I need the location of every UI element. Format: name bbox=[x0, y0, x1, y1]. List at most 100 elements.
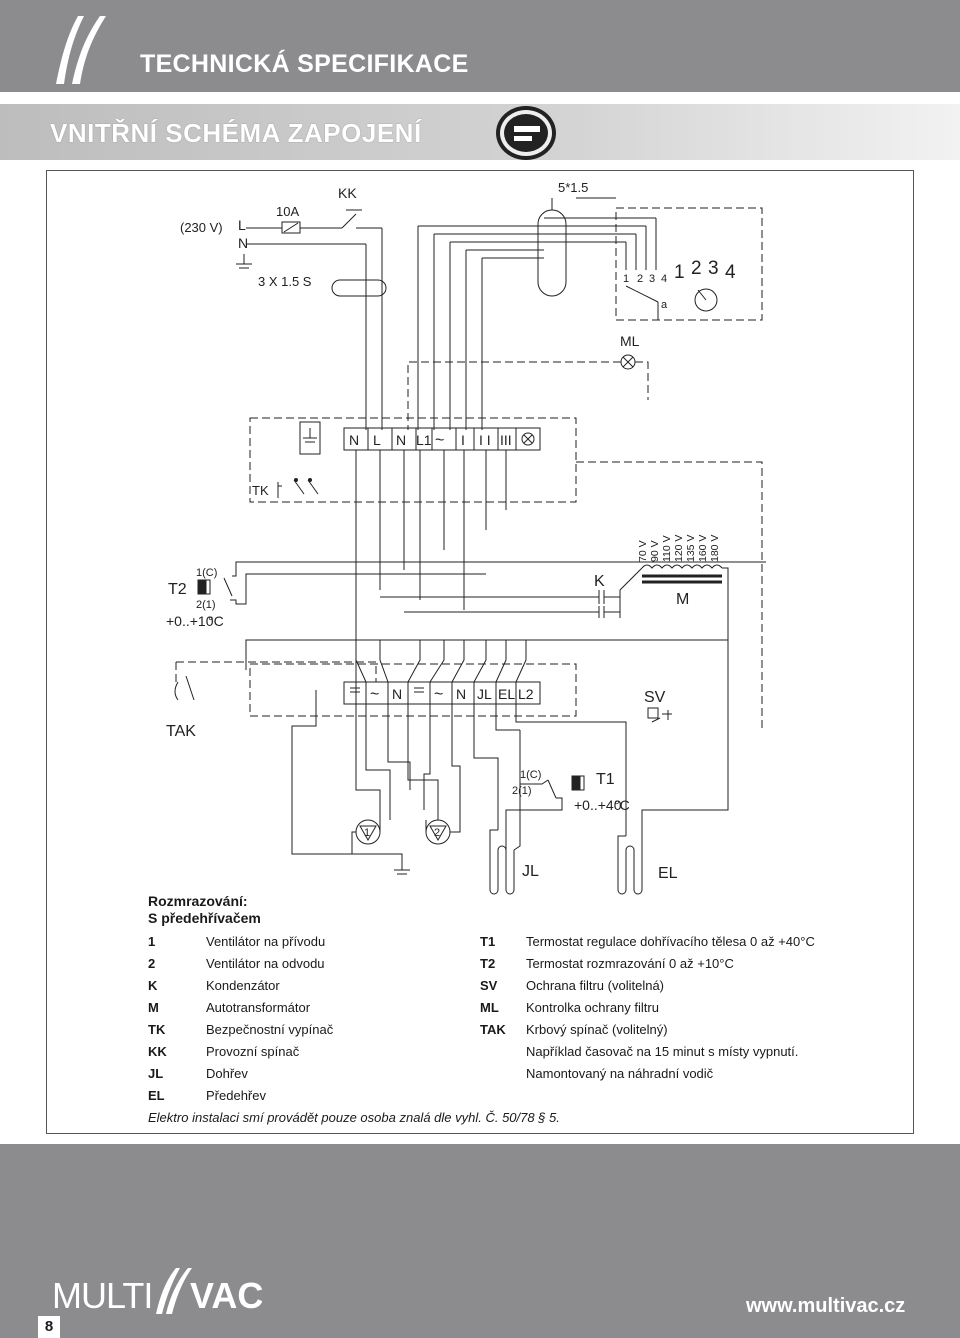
legend-value: Předehřev bbox=[206, 1088, 266, 1103]
e-emblem-icon bbox=[496, 106, 556, 160]
header-bar: TECHNICKÁ SPECIFIKACE bbox=[0, 0, 960, 92]
capacitor-k bbox=[598, 590, 605, 618]
ml-big-4: 4 bbox=[725, 262, 736, 283]
t2-unit: °C bbox=[208, 613, 224, 629]
cable-clamp-3 bbox=[331, 279, 387, 297]
legend-value: Ochrana filtru (volitelná) bbox=[526, 978, 664, 993]
control-box-bottom bbox=[249, 663, 577, 717]
t1-range: +0..+40 bbox=[574, 797, 622, 813]
legend-key: 2 bbox=[148, 956, 156, 971]
term-bot-n2: N bbox=[456, 686, 466, 702]
legend-value: Kontrolka ochrany filtru bbox=[526, 1000, 659, 1015]
ground-terminal bbox=[299, 421, 321, 455]
t1-label: T1 bbox=[596, 771, 615, 788]
legend-heading: Rozmrazování: S předehřívačem bbox=[148, 893, 261, 927]
t1-unit: °C bbox=[614, 797, 630, 813]
fan-1-label: 1 bbox=[364, 827, 370, 839]
kk-label: KK bbox=[338, 185, 357, 201]
t2-c-label: 1(C) bbox=[196, 567, 217, 579]
legend-key: TAK bbox=[480, 1022, 506, 1037]
t1-bulb bbox=[571, 775, 581, 791]
sv-label: SV bbox=[644, 689, 666, 706]
legend-value: Namontovaný na náhradní vodič bbox=[526, 1066, 714, 1081]
legend-value: Ventilátor na odvodu bbox=[206, 956, 325, 971]
terminal-strip-top bbox=[343, 427, 541, 451]
control-box-top bbox=[249, 417, 577, 503]
tak-label: TAK bbox=[166, 723, 196, 740]
volt-120: 120 V bbox=[673, 535, 685, 562]
ml-big-2: 2 bbox=[691, 258, 702, 279]
brand-multi: MULTI bbox=[52, 1275, 152, 1314]
legend-key: EL bbox=[148, 1088, 165, 1103]
ml-small-1: 1 bbox=[623, 273, 629, 285]
brand-vac: VAC bbox=[190, 1275, 262, 1314]
legend-value: Například časovač na 15 minut s místy vy… bbox=[526, 1044, 799, 1059]
tilde-2: ~ bbox=[434, 686, 443, 703]
legend-value: Provozní spínač bbox=[206, 1044, 300, 1059]
t1-c-label: 1(C) bbox=[520, 769, 541, 781]
legend-key: SV bbox=[480, 978, 498, 993]
ml-small-4: 4 bbox=[661, 273, 667, 285]
legend-key: JL bbox=[148, 1066, 164, 1081]
m-label: M bbox=[676, 591, 689, 608]
fuse-label: 10A bbox=[276, 204, 299, 219]
legend-key: K bbox=[148, 978, 158, 993]
term-top-ii: I I bbox=[479, 432, 491, 448]
tk-label: TK bbox=[252, 483, 269, 498]
multivac-brand-logo: MULTI VAC bbox=[52, 1268, 262, 1314]
installation-note: Elektro instalaci smí provádět pouze oso… bbox=[148, 1110, 560, 1125]
legend-value: Bezpečnostní vypínač bbox=[206, 1022, 334, 1037]
ml-label: ML bbox=[620, 333, 640, 349]
legend-key: ML bbox=[480, 1000, 499, 1015]
multivac-logo-icon bbox=[56, 16, 106, 84]
legend-key: T2 bbox=[480, 956, 496, 971]
t2-1-label: 2(1) bbox=[196, 599, 216, 611]
l-label: L bbox=[238, 217, 246, 233]
el-heater-icon bbox=[617, 845, 643, 895]
volt-180: 180 V bbox=[709, 535, 721, 562]
ml-big-1: 1 bbox=[674, 262, 685, 283]
ml-big-3: 3 bbox=[708, 258, 719, 279]
fan-2-label: 2 bbox=[434, 827, 440, 839]
term-top-l: L bbox=[373, 432, 381, 448]
section-title: VNITŘNÍ SCHÉMA ZAPOJENÍ bbox=[50, 118, 422, 148]
autotransformer bbox=[641, 564, 723, 584]
terminal-strip-bottom bbox=[343, 681, 541, 705]
indicator-lamp-icon bbox=[620, 354, 636, 370]
legend-heading-2: S předehřívačem bbox=[148, 910, 261, 926]
diagram-panel bbox=[46, 170, 914, 1134]
t2-bulb bbox=[197, 579, 207, 595]
legend-value: Ventilátor na přívodu bbox=[206, 934, 326, 949]
ml-small-3: 3 bbox=[649, 273, 655, 285]
term-top-tilde: ~ bbox=[435, 432, 444, 449]
tk-switch bbox=[277, 478, 319, 498]
jl-heater-icon bbox=[489, 845, 515, 895]
ground-icon bbox=[236, 254, 252, 269]
cable-clamp-5 bbox=[537, 209, 567, 297]
page-title: TECHNICKÁ SPECIFIKACE bbox=[140, 50, 469, 78]
term-top-i: I bbox=[461, 432, 465, 448]
legend-value: Dohřev bbox=[206, 1066, 248, 1081]
term-top-n2: N bbox=[396, 432, 406, 448]
page-number: 8 bbox=[38, 1316, 60, 1338]
tilde-1: ~ bbox=[370, 686, 379, 703]
t2-range: +0..+10 bbox=[166, 613, 214, 629]
degree-label: °C bbox=[522, 907, 538, 910]
term-bot-jl: JL bbox=[477, 686, 492, 702]
sv-switch-icon bbox=[647, 707, 672, 723]
ground-bottom-icon bbox=[394, 862, 410, 875]
term-top-n1: N bbox=[349, 432, 359, 448]
website-link[interactable]: www.multivac.cz bbox=[746, 1295, 906, 1317]
lamp-terminal-icon bbox=[521, 432, 535, 446]
volt-70: 70 V bbox=[637, 540, 649, 562]
legend-value: Kondenzátor bbox=[206, 978, 280, 993]
supply-label: (230 V) bbox=[180, 220, 223, 235]
jl-label: JL bbox=[522, 863, 539, 880]
term-bot-n1: N bbox=[392, 686, 402, 702]
legend-key: M bbox=[148, 1000, 159, 1015]
legend-value: Termostat regulace dohřívacího tělesa 0 … bbox=[526, 934, 815, 949]
volt-135: 135 V bbox=[685, 535, 697, 562]
cable5-label: 5*1.5 bbox=[558, 180, 588, 195]
selector-knob-icon bbox=[694, 288, 718, 312]
volt-110: 110 V bbox=[661, 535, 673, 562]
